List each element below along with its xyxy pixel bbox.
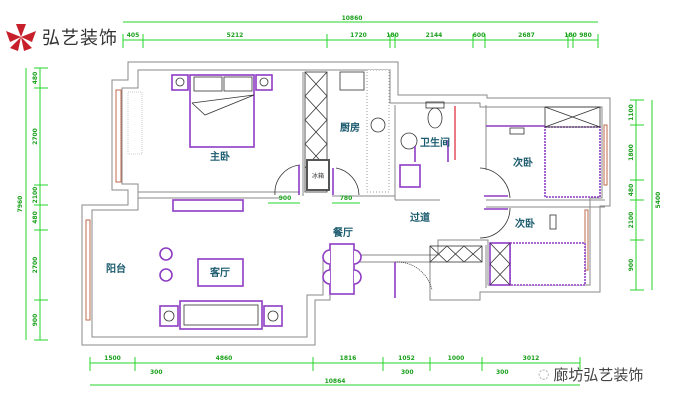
room-bathroom: 卫生间 xyxy=(420,136,450,149)
dim-label: 480 xyxy=(32,72,39,85)
watermark-text: 廊坊弘艺装饰 xyxy=(553,366,644,384)
dim-label: 1000 xyxy=(448,355,465,362)
room-master-bedroom: 主卧 xyxy=(210,150,230,163)
room-third-bedroom: 次卧 xyxy=(515,217,535,230)
dim-label-small: 300 xyxy=(401,369,414,376)
room-balcony: 阳台 xyxy=(106,262,126,275)
door-dimensions: 900 780 xyxy=(268,195,360,204)
room-dining: 餐厅 xyxy=(332,226,353,239)
dim-label: 900 xyxy=(32,314,39,327)
third-bed xyxy=(489,214,586,286)
dim-label: 2700 xyxy=(32,128,39,145)
brand-logo: 弘艺装饰 xyxy=(4,22,118,52)
flower-logo-icon xyxy=(6,24,36,51)
dim-left-total: 7960 xyxy=(17,196,24,213)
dim-bottom-total: 10864 xyxy=(325,378,346,385)
second-bed xyxy=(486,106,601,198)
bathroom-fixtures xyxy=(399,101,456,188)
dim-label: 2700 xyxy=(32,257,39,274)
sofa-set xyxy=(159,300,283,330)
dim-label: 5212 xyxy=(227,32,244,39)
dim-top-total: 10860 xyxy=(342,15,363,22)
dim-label: 1720 xyxy=(350,32,367,39)
dim-label-small: 300 xyxy=(150,369,163,376)
stool-2 xyxy=(159,268,173,282)
doors xyxy=(274,146,511,298)
dim-label: 480 xyxy=(32,211,39,224)
dim-label: 980 xyxy=(579,32,592,39)
right-dimensions: 1100 1800 480 2100 900 5400 xyxy=(628,99,662,291)
dim-label: 180 xyxy=(386,32,399,39)
dim-label: 2687 xyxy=(518,32,535,39)
wardrobe xyxy=(304,71,328,193)
wechat-icon: ◌ xyxy=(538,367,550,382)
dim-label: 1800 xyxy=(628,144,635,161)
dim-label: 600 xyxy=(473,32,486,39)
bottom-dimensions: 1500 4860 1816 1052 1000 3012 300 300 300 10864 xyxy=(89,355,581,386)
room-living: 客厅 xyxy=(209,266,230,279)
dim-label: 2144 xyxy=(426,32,443,39)
left-dimensions: 480 2700 2100 480 2700 900 7960 xyxy=(17,67,48,341)
door-dim-master: 900 xyxy=(279,195,292,202)
dim-label: 1100 xyxy=(628,104,635,121)
dim-label: 2100 xyxy=(32,187,39,204)
door-dim-kitchen: 780 xyxy=(340,195,353,202)
dim-label: 900 xyxy=(628,259,635,272)
dim-label: 180 xyxy=(564,32,577,39)
kitchen-counter xyxy=(339,69,390,193)
logo-text: 弘艺装饰 xyxy=(42,28,118,49)
watermark: ◌ 廊坊弘艺装饰 xyxy=(538,364,643,385)
master-bed xyxy=(171,74,273,148)
dim-label-small: 300 xyxy=(496,369,509,376)
fridge-label: 冰箱 xyxy=(312,172,324,180)
dim-label: 1816 xyxy=(340,355,357,362)
room-second-bedroom: 次卧 xyxy=(513,156,533,169)
dim-label: 1052 xyxy=(398,355,415,362)
stool-1 xyxy=(159,247,173,261)
dim-label: 2100 xyxy=(628,212,635,229)
dining-table xyxy=(322,243,362,295)
dim-label: 4860 xyxy=(216,355,233,362)
dim-label: 480 xyxy=(628,184,635,197)
dim-label: 1500 xyxy=(104,355,121,362)
dim-right-total: 5400 xyxy=(655,192,662,209)
tv-cabinet xyxy=(172,199,244,212)
dim-label: 405 xyxy=(127,32,140,39)
coffee-table xyxy=(197,258,244,287)
room-kitchen: 厨房 xyxy=(340,121,360,134)
corridor-cabinet xyxy=(429,245,483,263)
fridge: 冰箱 xyxy=(306,159,330,191)
window-sill-texture xyxy=(127,91,143,155)
dim-label: 3012 xyxy=(523,355,540,362)
room-corridor: 过道 xyxy=(410,211,430,224)
